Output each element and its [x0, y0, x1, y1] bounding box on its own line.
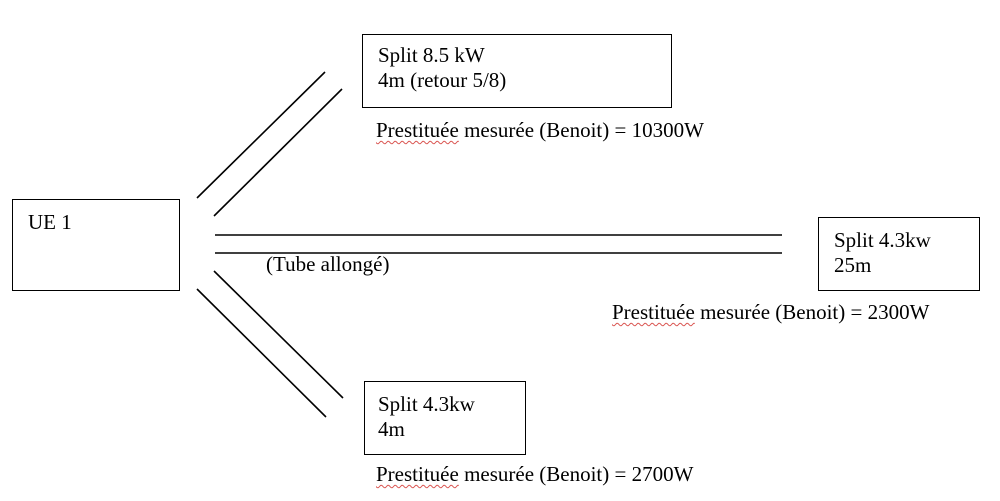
pipe-upper-outer	[196, 71, 326, 199]
split-middle-length: 25m	[834, 253, 872, 277]
split-upper-measurement: Prestituée mesurée (Benoit) = 10300W	[376, 118, 704, 142]
misspelled-word: Prestituée	[612, 300, 695, 324]
split-middle-measurement: Prestituée mesurée (Benoit) = 2300W	[612, 300, 930, 324]
tube-label: (Tube allongé)	[266, 252, 390, 276]
split-box-lower: Split 4.3kw 4m	[364, 381, 526, 455]
split-middle-title: Split 4.3kw	[834, 228, 931, 252]
split-upper-length: 4m (retour 5/8)	[378, 68, 507, 92]
split-lower-title: Split 4.3kw	[378, 392, 475, 416]
split-upper-title: Split 8.5 kW	[378, 43, 485, 67]
misspelled-word: Prestituée	[376, 462, 459, 486]
pipe-lower-inner	[213, 270, 344, 399]
pipe-upper-inner	[213, 88, 343, 217]
split-box-upper: Split 8.5 kW 4m (retour 5/8)	[362, 34, 672, 108]
misspelled-word: Prestituée	[376, 118, 459, 142]
split-lower-measurement: Prestituée mesurée (Benoit) = 2700W	[376, 462, 694, 486]
outdoor-unit-label: UE 1	[28, 210, 72, 234]
split-box-middle: Split 4.3kw 25m	[818, 217, 980, 291]
outdoor-unit-box: UE 1	[12, 199, 180, 291]
split-lower-length: 4m	[378, 417, 405, 441]
pipe-lower-outer	[196, 288, 327, 418]
